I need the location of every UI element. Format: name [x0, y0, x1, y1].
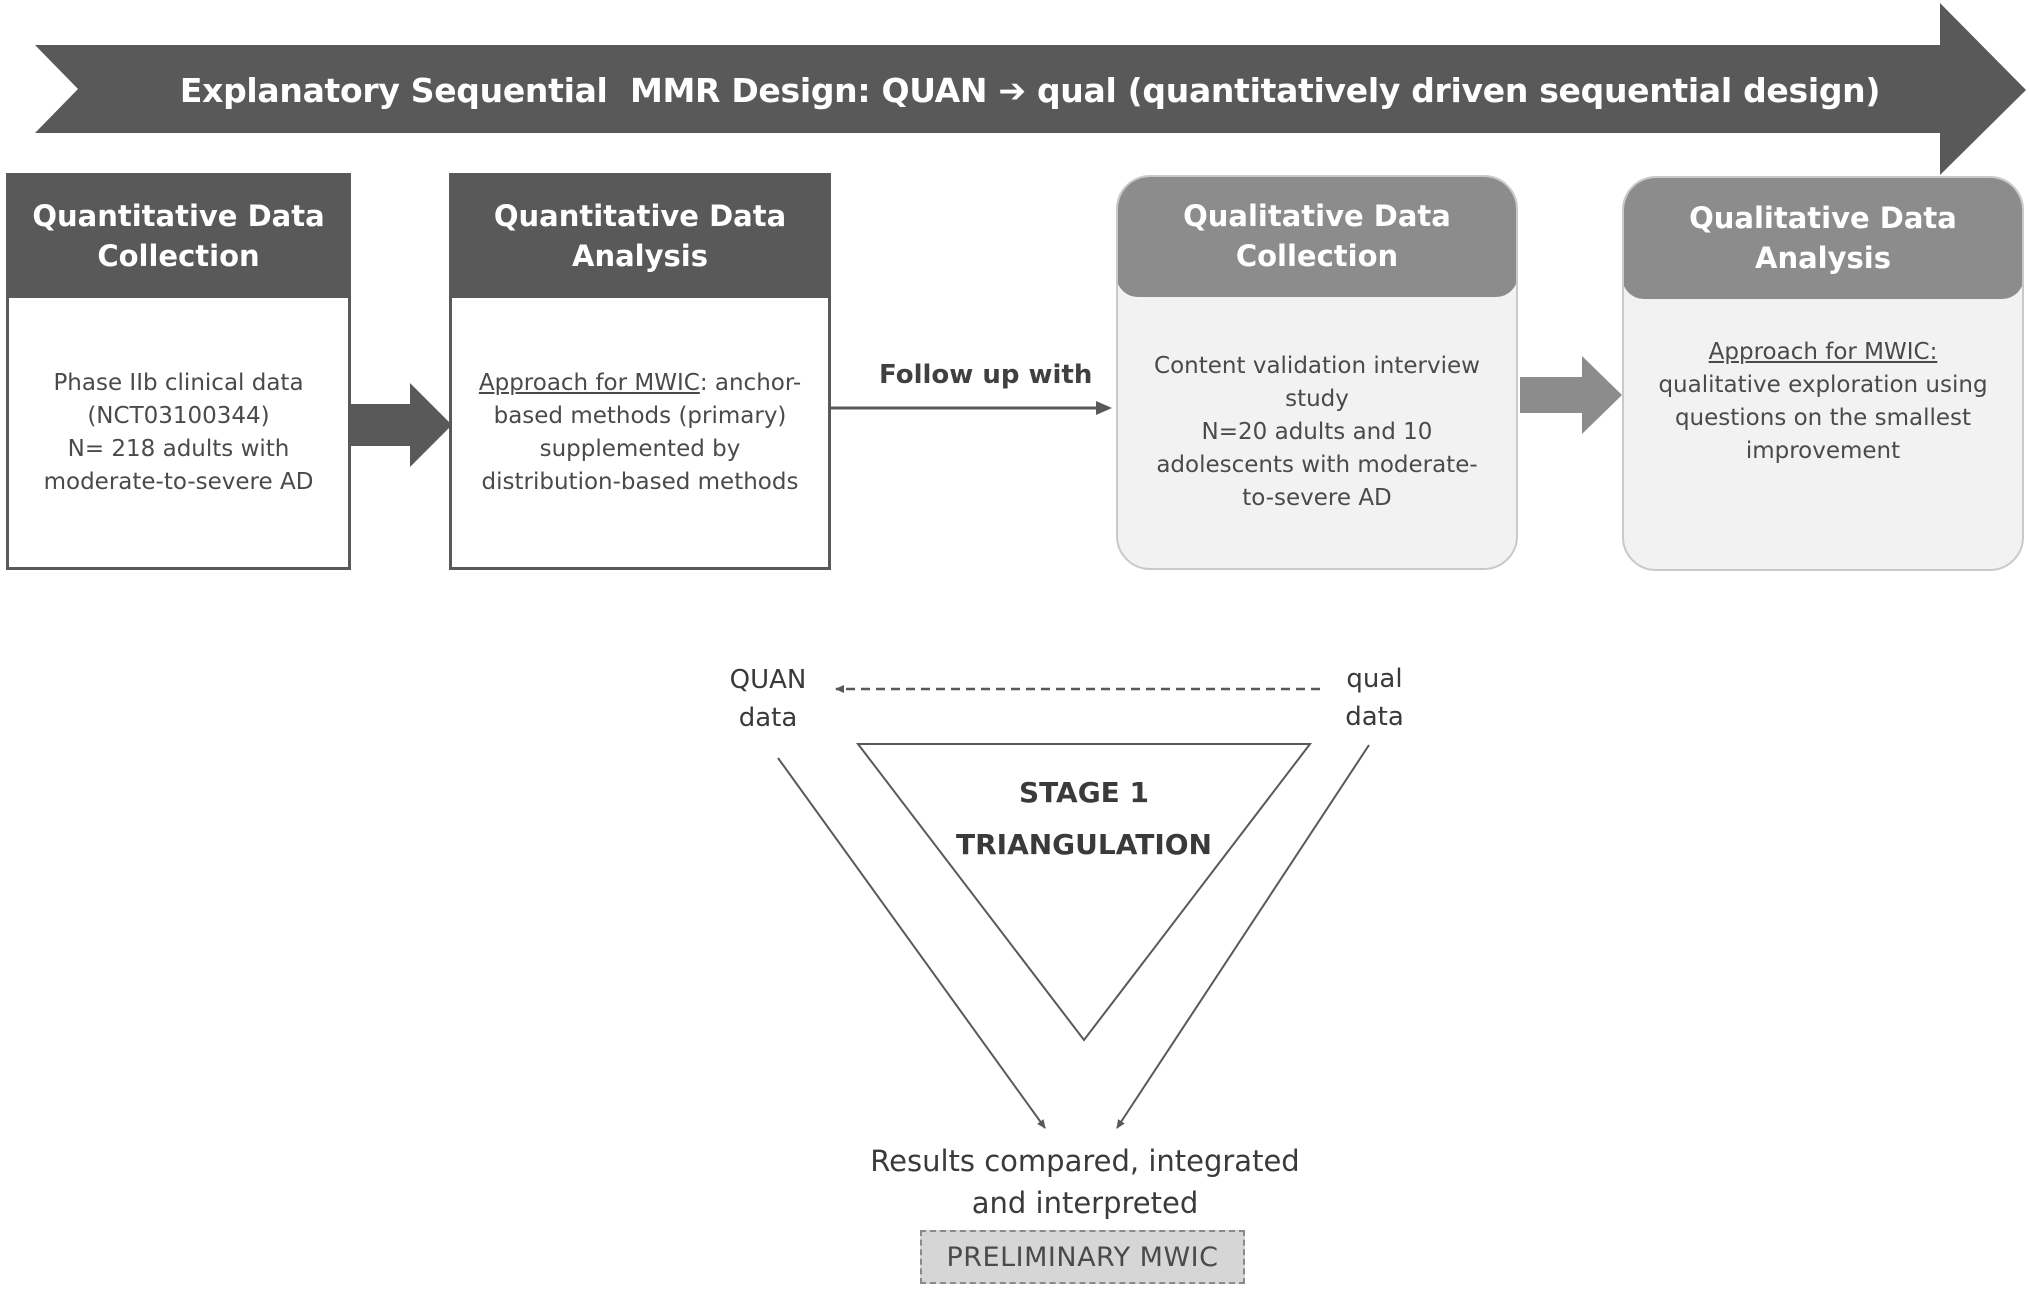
- stage-triangle: [855, 743, 1313, 1042]
- qual-collection-line: Content validation interview study: [1154, 352, 1480, 412]
- quant-collection-line: Phase IIb clinical data: [53, 369, 304, 396]
- qual-collection-box: Qualitative Data Collection Content vali…: [1116, 175, 1518, 570]
- qual-analysis-body: Approach for MWIC: qualitative explorati…: [1624, 299, 2022, 505]
- preliminary-mwic-label: PRELIMINARY MWIC: [946, 1241, 1219, 1273]
- results-text: Results compared, integrated and interpr…: [870, 1144, 1300, 1220]
- stage-label: STAGE 1: [1018, 776, 1150, 809]
- quant-analysis-header: Quantitative Data Analysis: [449, 173, 831, 298]
- qual-to-results-arrow: [1116, 744, 1370, 1129]
- qual-data-label: qual data: [1345, 664, 1404, 732]
- preliminary-mwic-box: PRELIMINARY MWIC: [920, 1230, 1245, 1284]
- quan-data-label: QUAN data: [729, 665, 807, 733]
- quant-collection-line: moderate-to-severe AD: [43, 468, 314, 495]
- block-arrow-2: [1520, 356, 1622, 434]
- quant-analysis-approach: Approach for MWIC: [478, 369, 700, 396]
- quant-analysis-box: Quantitative Data Analysis Approach for …: [449, 173, 831, 570]
- follow-up-label: Follow up with: [879, 360, 1093, 390]
- banner-title: Explanatory Sequential MMR Design: QUAN …: [179, 70, 1881, 110]
- follow-up-arrow: [830, 401, 1112, 415]
- qual-analysis-text: qualitative exploration using questions …: [1658, 372, 1988, 464]
- block-arrow-1: [348, 383, 452, 467]
- qual-analysis-box: Qualitative Data Analysis Approach for M…: [1622, 176, 2024, 571]
- qual-collection-line: N=20 adults and 10 adolescents with mode…: [1156, 418, 1478, 511]
- quant-analysis-text: : anchor-based methods (primary) supplem…: [481, 369, 802, 495]
- qual-collection-body: Content validation interview study N=20 …: [1118, 297, 1516, 567]
- quant-collection-header: Quantitative Data Collection: [6, 173, 351, 298]
- quant-collection-line: (NCT03100344): [87, 402, 270, 429]
- qual-collection-header: Qualitative Data Collection: [1118, 177, 1516, 297]
- quan-to-results-arrow: [777, 757, 1046, 1129]
- banner-arrow: [35, 3, 2026, 175]
- triangulation-label: TRIANGULATION: [956, 828, 1212, 861]
- quant-analysis-body: Approach for MWIC: anchor-based methods …: [449, 298, 831, 570]
- quant-collection-line: N= 218 adults with: [67, 435, 290, 462]
- qual-analysis-header: Qualitative Data Analysis: [1624, 178, 2022, 299]
- qual-analysis-approach: Approach for MWIC:: [1708, 339, 1938, 365]
